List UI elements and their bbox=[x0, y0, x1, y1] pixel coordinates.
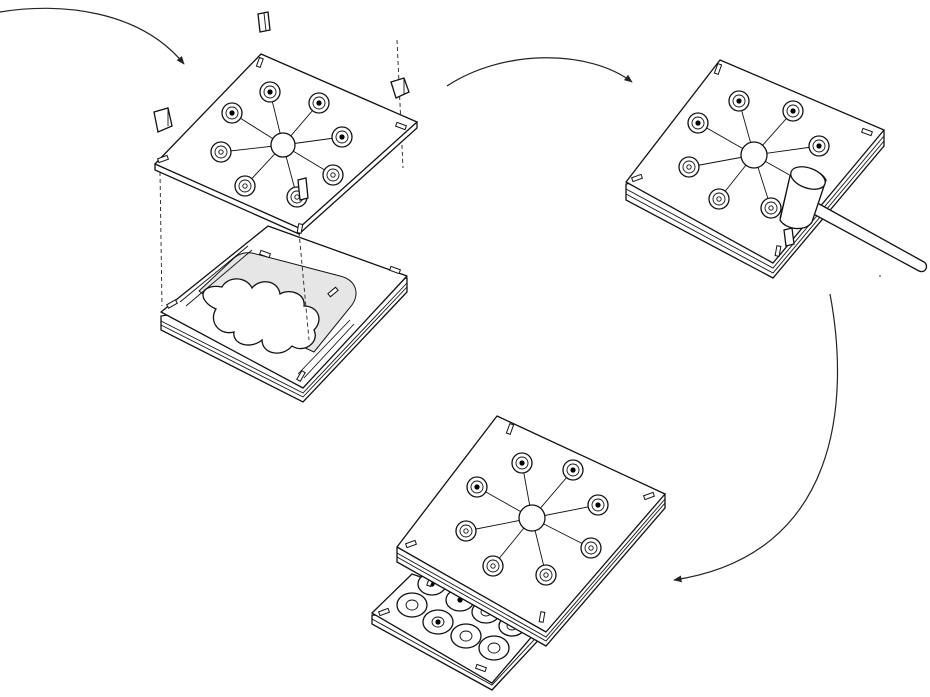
alignment-pin-icon bbox=[153, 107, 173, 133]
stage-assembly bbox=[153, 11, 418, 403]
arrow-stage1-to-stage2 bbox=[446, 57, 633, 87]
stage-ejected bbox=[370, 415, 666, 691]
stage-pressing bbox=[625, 59, 928, 279]
alignment-guides bbox=[159, 39, 404, 341]
flow-arrows bbox=[0, 7, 839, 583]
top-plate bbox=[154, 53, 418, 235]
arrow-stage2-to-stage3 bbox=[673, 293, 839, 583]
base-plate-stack bbox=[160, 225, 408, 403]
alignment-pin-icon bbox=[297, 177, 309, 201]
alignment-pin-icon bbox=[257, 11, 271, 33]
mallet-icon bbox=[779, 166, 928, 273]
alignment-pin-icon bbox=[390, 77, 410, 99]
arrow-in bbox=[0, 7, 185, 65]
alignment-pin-icon bbox=[783, 227, 795, 247]
